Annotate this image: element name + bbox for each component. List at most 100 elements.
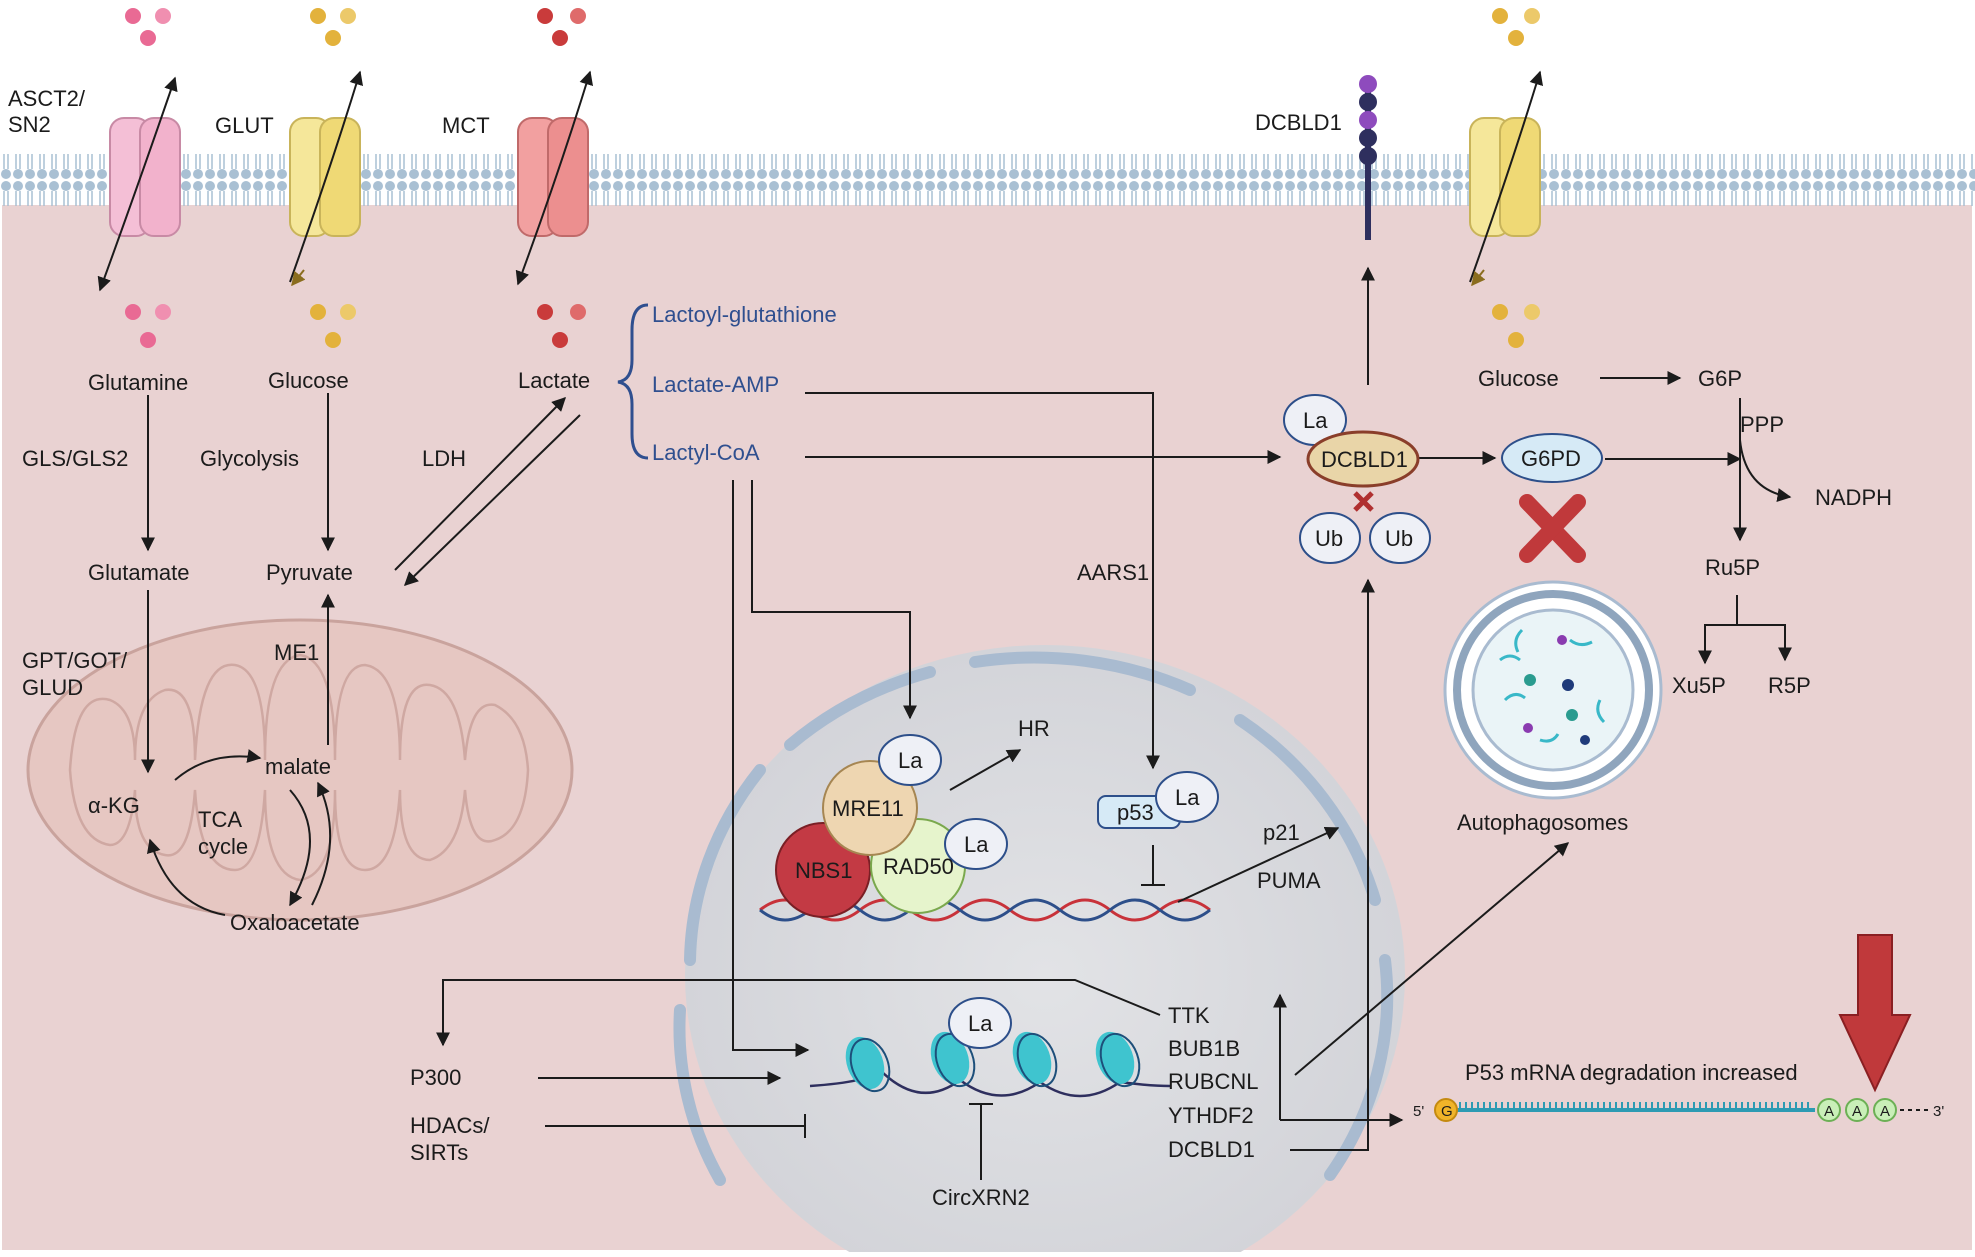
p53-mrna: [1434, 1098, 1930, 1122]
glucose-right-label: Glucose: [1478, 366, 1559, 391]
gene-ythdf2: YTHDF2: [1168, 1103, 1254, 1128]
p21-label: p21: [1263, 820, 1300, 845]
xu5p-label: Xu5P: [1672, 673, 1726, 698]
polya-label: A: [1824, 1103, 1834, 1120]
glutamate-label: Glutamate: [88, 560, 190, 585]
polya-label: A: [1852, 1103, 1862, 1120]
ub-right-label: Ub: [1385, 526, 1413, 551]
pathway-arrows: [141, 266, 1792, 1180]
inhibition-cross-icon: [1519, 494, 1586, 563]
mrna-cap-label: G: [1441, 1103, 1453, 1120]
glucose-molecules-outside-right: [1492, 8, 1540, 46]
la-bubble-rad50: [944, 818, 1008, 870]
mrna-5prime: 5': [1413, 1103, 1424, 1120]
lactate-label: Lactate: [518, 368, 590, 393]
rad50-label: RAD50: [883, 854, 954, 879]
ub-bubble-left: [1299, 512, 1361, 564]
gene-rubcnl: RUBCNL: [1168, 1069, 1258, 1094]
nucleosome: [930, 1031, 976, 1088]
lactyl-coa-label: Lactyl-CoA: [652, 440, 760, 465]
la-text-dcbld1: La: [1303, 408, 1328, 433]
ldh-label: LDH: [422, 446, 466, 471]
glutamine-label: Glutamine: [88, 370, 188, 395]
pyruvate-label: Pyruvate: [266, 560, 353, 585]
oxaloacetate-label: Oxaloacetate: [230, 910, 360, 935]
lactate-bracket: [617, 303, 649, 460]
nucleosome: [1095, 1031, 1141, 1088]
glut-label: GLUT: [215, 113, 274, 138]
ubiquitination-blocked-cross-icon: [1353, 491, 1374, 512]
glut-transporter: [289, 70, 364, 287]
mre11-label: MRE11: [832, 796, 904, 821]
polya-bead: [1845, 1098, 1869, 1122]
g6pd-label: G6PD: [1521, 446, 1581, 471]
polya-bead: [1817, 1098, 1841, 1122]
hr-label: HR: [1018, 716, 1050, 741]
autophagosome: [1443, 580, 1663, 800]
r5p-label: R5P: [1768, 673, 1811, 698]
la-bubble-chromatin: [948, 997, 1012, 1049]
la-text-mre11: La: [898, 748, 923, 773]
puma-label: PUMA: [1257, 868, 1321, 893]
autophagosomes-label: Autophagosomes: [1457, 810, 1628, 835]
mre11-protein: [822, 760, 918, 856]
mrna-3prime: 3': [1933, 1103, 1944, 1120]
glutamine-molecules-outside: [125, 8, 171, 46]
nucleosome: [845, 1036, 891, 1093]
glucose-label: Glucose: [268, 368, 349, 393]
nadph-label: NADPH: [1815, 485, 1892, 510]
la-text-chromatin: La: [968, 1011, 993, 1036]
hdacs-label: HDACs/SIRTs: [410, 1113, 490, 1165]
dcbld1-receptor: [1359, 75, 1377, 240]
la-text-p53: La: [1175, 785, 1200, 810]
mitochondrion: [26, 618, 574, 922]
glucose-molecules-inside: [310, 304, 356, 348]
dcbld1-protein: [1306, 430, 1420, 488]
lactate-amp-label: Lactate-AMP: [652, 372, 779, 397]
nucleosome: [1012, 1031, 1058, 1088]
glucose-molecules-inside-right: [1492, 304, 1540, 348]
g6p-label: G6P: [1698, 366, 1742, 391]
malate-label: malate: [265, 754, 331, 779]
me1-label: ME1: [274, 640, 319, 665]
ub-left-label: Ub: [1315, 526, 1343, 551]
chromatin: [809, 1031, 1171, 1098]
glucose-molecules-outside: [310, 8, 356, 46]
p300-label: P300: [410, 1065, 461, 1090]
g6pd-protein: [1501, 433, 1603, 483]
lactate-molecules-outside: [537, 8, 586, 46]
lactate-molecules-inside: [537, 304, 586, 348]
la-bubble-mre11: [878, 734, 942, 786]
polya-label: A: [1880, 1103, 1890, 1120]
nbs1-label: NBS1: [795, 858, 852, 883]
mrna-cap: [1434, 1098, 1458, 1122]
polya-bead: [1873, 1098, 1897, 1122]
mrna-degradation-label: P53 mRNA degradation increased: [1465, 1060, 1798, 1085]
la-bubble-p53: [1155, 771, 1219, 823]
circxrn2-label: CircXRN2: [932, 1185, 1030, 1210]
mct-label: MCT: [442, 113, 490, 138]
ru5p-label: Ru5P: [1705, 555, 1760, 580]
la-text-rad50: La: [964, 832, 989, 857]
asct2-transporter: [97, 76, 181, 292]
glutamine-molecules-inside: [125, 304, 171, 348]
gls-label: GLS/GLS2: [22, 446, 128, 471]
gene-dcbld1: DCBLD1: [1168, 1137, 1255, 1162]
glut-transporter-right: [1469, 70, 1544, 287]
dcbld1-protein-label: DCBLD1: [1321, 447, 1408, 472]
ppp-label: PPP: [1740, 412, 1784, 437]
dcbld1-receptor-label: DCBLD1: [1255, 110, 1342, 135]
asct2-label: ASCT2/SN2: [8, 86, 86, 137]
gene-bub1b: BUB1B: [1168, 1036, 1240, 1061]
glycolysis-label: Glycolysis: [200, 446, 299, 471]
ub-bubble-right: [1369, 512, 1431, 564]
down-arrow-icon: [1838, 934, 1912, 1093]
p53-label: p53: [1117, 800, 1154, 825]
akg-label: α-KG: [88, 793, 140, 818]
gpt-label: GPT/GOT/GLUD: [22, 648, 128, 700]
mct-transporter: [515, 70, 594, 286]
lactoyl-glutathione-label: Lactoyl-glutathione: [652, 302, 837, 327]
